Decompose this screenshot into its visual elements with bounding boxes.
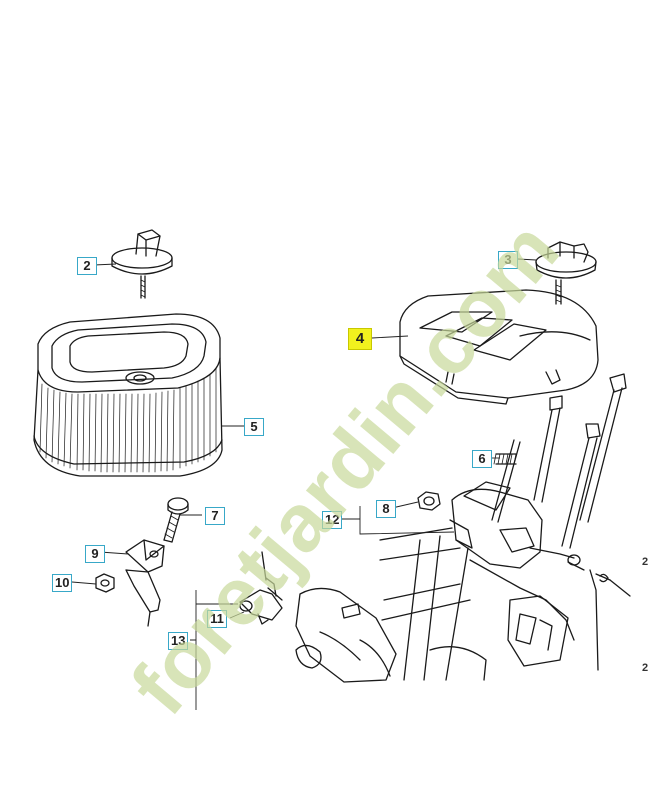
part-5-air-filter	[33, 313, 223, 477]
cropped-callout-edge: 2	[642, 556, 649, 568]
part-3-cover-knob	[535, 241, 597, 305]
part-6-stud	[493, 453, 517, 465]
callout-12[interactable]: 12	[322, 511, 343, 529]
callout-3[interactable]: 3	[498, 251, 518, 269]
part-4-filter-cover	[399, 289, 599, 405]
callout-8[interactable]: 8	[376, 500, 396, 518]
part-12-carburettor	[379, 481, 631, 681]
callout-9[interactable]: 9	[85, 545, 105, 563]
part-lower-linkage	[261, 551, 487, 683]
callout-7[interactable]: 7	[205, 507, 225, 525]
callout-6[interactable]: 6	[472, 450, 492, 468]
callout-10[interactable]: 10	[52, 574, 73, 592]
part-9-bracket	[125, 539, 165, 627]
part-8-nut	[417, 491, 441, 511]
part-10-nut	[95, 573, 115, 593]
part-7-screw	[163, 497, 189, 543]
callout-13[interactable]: 13	[168, 632, 189, 650]
callout-2[interactable]: 2	[77, 257, 97, 275]
cropped-callout-edge: 2	[642, 662, 649, 674]
part-11-throttle-lever	[239, 577, 283, 625]
callout-4-highlighted[interactable]: 4	[348, 328, 372, 350]
part-2-filter-knob	[111, 229, 173, 299]
callout-5[interactable]: 5	[244, 418, 264, 436]
callout-11[interactable]: 11	[207, 610, 227, 628]
part-bolts	[491, 373, 627, 549]
